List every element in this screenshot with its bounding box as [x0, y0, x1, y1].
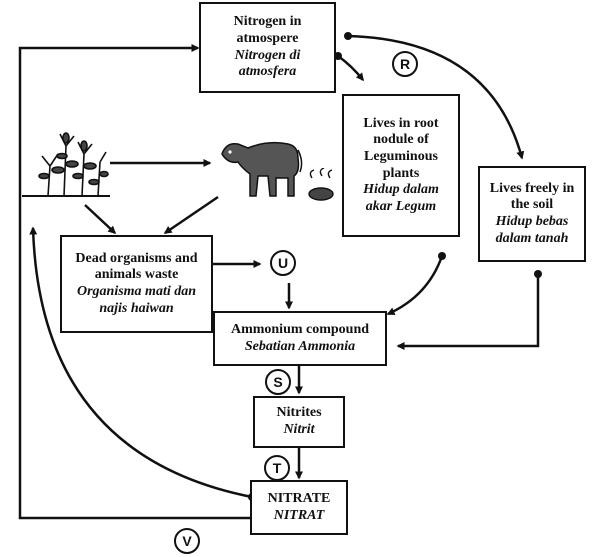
label-t: T	[264, 455, 290, 481]
plants-illustration	[38, 132, 109, 197]
arrow-nitrate-to-atmosphere	[18, 44, 250, 520]
arrow-plants-to-dead	[84, 204, 117, 235]
arrow-atmosphere-to-soil	[347, 34, 525, 160]
arrow-atmosphere-to-root	[337, 54, 364, 82]
nitrate-label-en: NITRATE	[267, 490, 331, 506]
node-ammonium: Ammonium compound Sebatian Ammonia	[213, 311, 387, 366]
dead-label-ms: Organisma mati dan najis haiwan	[76, 284, 197, 316]
root-nodule-label-ms: Hidup dalam akar Legum	[363, 182, 439, 214]
node-root-nodule: Lives in root nodule of Leguminous plant…	[342, 94, 460, 237]
node-dead-organisms: Dead organisms and animals waste Organis…	[60, 235, 213, 333]
root-nodule-label-en: Lives in root nodule of Leguminous plant…	[363, 115, 439, 181]
nitrites-label-en: Nitrites	[276, 405, 322, 421]
nitrate-label-ms: NITRAT	[273, 507, 325, 523]
arrow-soil-to-ammonium	[396, 274, 540, 350]
node-nitrate: NITRATE NITRAT	[250, 480, 348, 535]
ammonium-label-ms: Sebatian Ammonia	[244, 338, 356, 354]
node-soil: Lives freely in the soil Hidup bebas dal…	[478, 166, 586, 262]
arrow-nitrate-to-plants	[29, 226, 253, 499]
ammonium-label-en: Ammonium compound	[230, 321, 370, 337]
soil-label-en: Lives freely in the soil	[489, 180, 575, 213]
node-nitrites: Nitrites Nitrit	[253, 396, 345, 448]
soil-label-ms: Hidup bebas dalam tanah	[495, 214, 569, 246]
node-atmosphere: Nitrogen in atmospere Nitrogen di atmosf…	[199, 2, 336, 93]
label-r: R	[392, 51, 418, 77]
atmosphere-label-ms: Nitrogen di atmosfera	[234, 47, 301, 80]
cow-illustration	[221, 141, 303, 197]
arrow-cow-to-dead	[163, 195, 219, 235]
dung-illustration	[308, 168, 334, 201]
atmosphere-label-en: Nitrogen in atmospere	[233, 14, 302, 46]
label-s: S	[265, 369, 291, 395]
arrow-root-to-ammonium	[386, 255, 444, 316]
nitrites-label-ms: Nitrit	[283, 422, 315, 437]
label-v: V	[174, 528, 200, 554]
label-u: U	[270, 250, 296, 276]
dead-label-en: Dead organisms and animals waste	[75, 250, 198, 283]
